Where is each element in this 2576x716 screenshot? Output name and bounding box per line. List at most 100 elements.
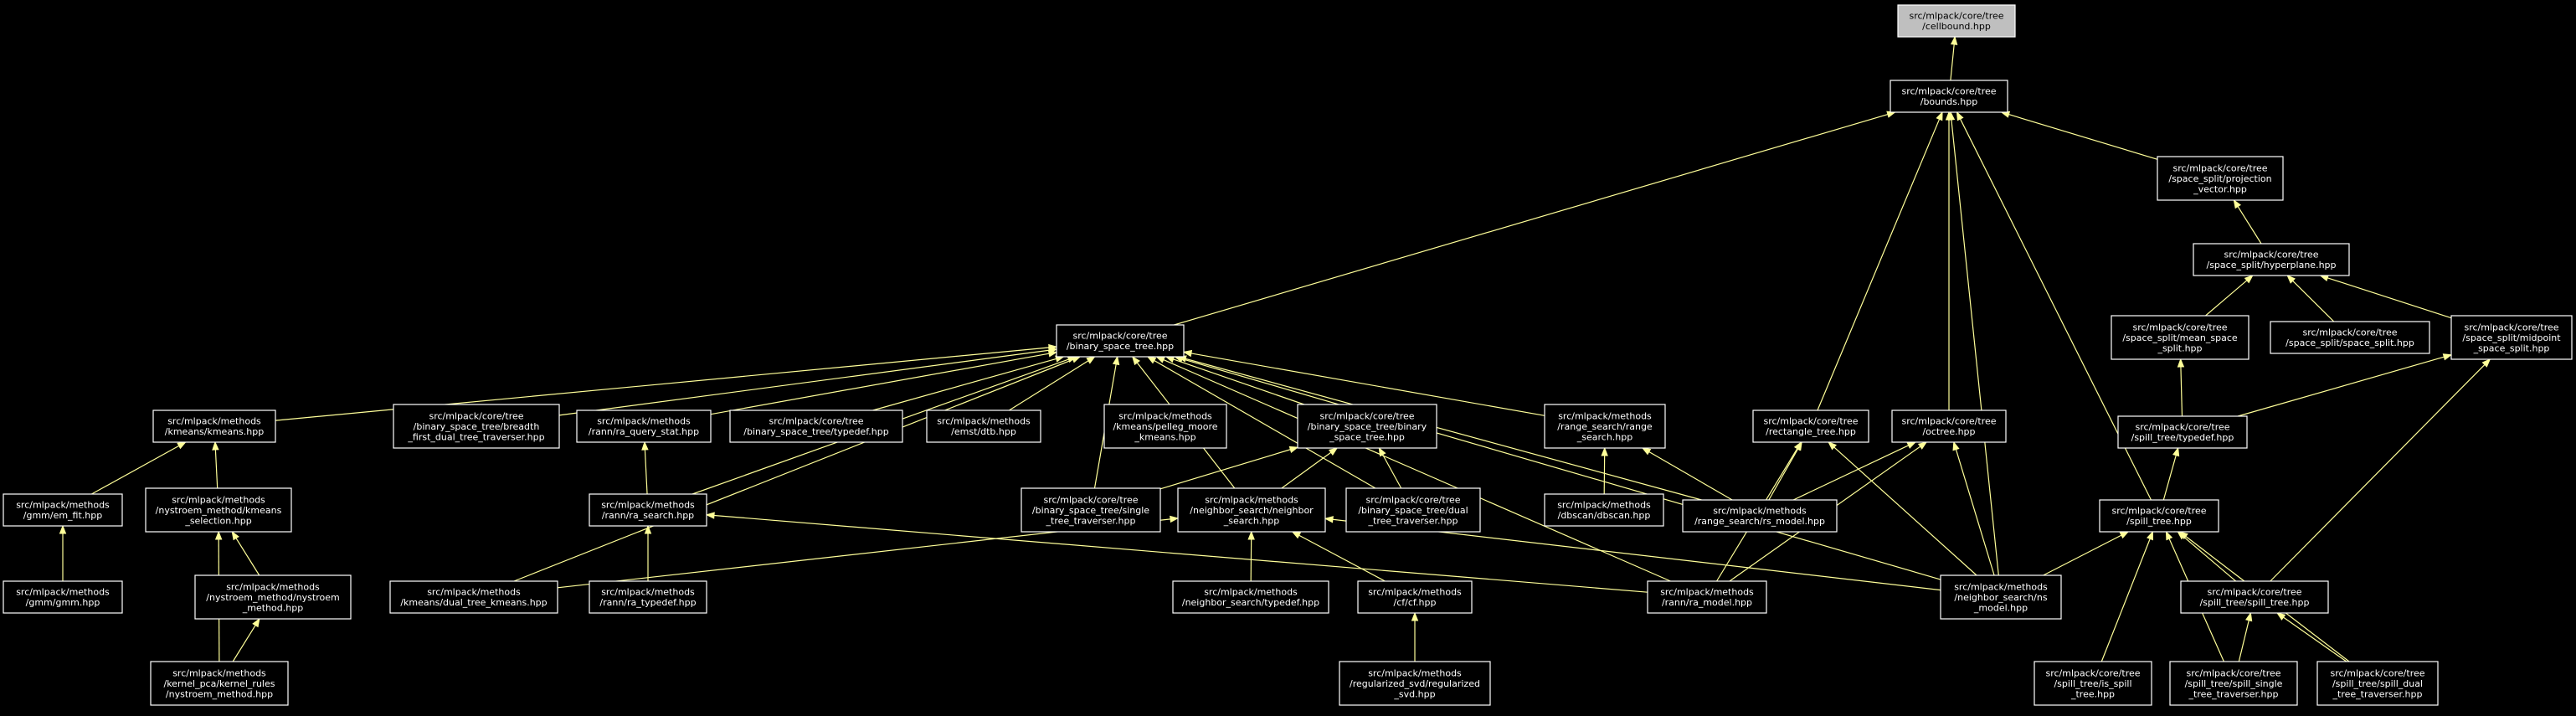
arrowhead-rs_model-to-octree xyxy=(1906,441,1917,449)
arrowhead-space_split-to-hyperplane xyxy=(2286,275,2296,284)
node-box xyxy=(1544,404,1666,449)
arrowhead-ra_model-to-ra_search xyxy=(705,512,715,519)
node-ra_model[interactable]: src/mlpack/methods/rann/ra_model.hpp xyxy=(1647,580,1767,614)
arrowhead-dtb-to-binary_space_tree xyxy=(1086,356,1096,364)
node-label-line: src/mlpack/methods xyxy=(1205,494,1298,505)
node-breadth_first[interactable]: src/mlpack/core/tree/binary_space_tree/b… xyxy=(393,404,560,449)
node-bst_typedef[interactable]: src/mlpack/core/tree/binary_space_tree/t… xyxy=(729,410,903,443)
node-projection_vector[interactable]: src/mlpack/core/tree/space_split/project… xyxy=(2157,156,2284,201)
node-label-line: /spill_tree/spill_tree.hpp xyxy=(2200,597,2310,608)
node-ns_model[interactable]: src/mlpack/methods/neighbor_search/ns_mo… xyxy=(1940,574,2062,620)
edge-spill_typedef-to-midpoint_space_split xyxy=(2237,356,2445,417)
node-kmeans_selection[interactable]: src/mlpack/methods/nystroem_method/kmean… xyxy=(145,487,292,533)
node-bounds[interactable]: src/mlpack/core/tree/bounds.hpp xyxy=(1890,80,2008,113)
node-dual_tree_kmeans[interactable]: src/mlpack/methods/kmeans/dual_tree_kmea… xyxy=(389,580,558,614)
edge-nystroem_method-to-kmeans_selection xyxy=(235,538,260,576)
node-ra_typedef[interactable]: src/mlpack/methods/rann/ra_typedef.hpp xyxy=(589,580,707,614)
node-space_split[interactable]: src/mlpack/core/tree/space_split/space_s… xyxy=(2270,321,2430,354)
node-em_fit[interactable]: src/mlpack/methods/gmm/em_fit.hpp xyxy=(3,493,123,527)
node-binary_space_tree[interactable]: src/mlpack/core/tree/binary_space_tree.h… xyxy=(1056,324,1185,358)
node-box xyxy=(2270,321,2430,354)
node-box xyxy=(2117,415,2248,449)
node-range_search[interactable]: src/mlpack/methods/range_search/range_se… xyxy=(1544,404,1666,449)
node-label-line: _tree.hpp xyxy=(2070,688,2115,699)
node-label-line: /spill_tree/typedef.hpp xyxy=(2131,432,2234,443)
node-spill_typedef[interactable]: src/mlpack/core/tree/spill_tree/typedef.… xyxy=(2117,415,2248,449)
node-cf[interactable]: src/mlpack/methods/cf/cf.hpp xyxy=(1357,580,1473,614)
node-label-line: _tree_traverser.hpp xyxy=(2188,688,2279,699)
arrowhead-mean_space_split-to-hyperplane xyxy=(2244,275,2254,284)
node-gmm[interactable]: src/mlpack/methods/gmm/gmm.hpp xyxy=(3,580,123,614)
node-neighbor_search[interactable]: src/mlpack/methods/neighbor_search/neigh… xyxy=(1177,487,1326,533)
node-kmeans[interactable]: src/mlpack/methods/kmeans/kmeans.hpp xyxy=(152,410,276,443)
node-label-line: _selection.hpp xyxy=(184,515,251,526)
node-box xyxy=(145,487,292,533)
node-ra_query_stat[interactable]: src/mlpack/methods/rann/ra_query_stat.hp… xyxy=(576,410,712,443)
node-box xyxy=(194,574,352,620)
node-label-line: src/mlpack/core/tree xyxy=(769,416,863,427)
edge-dual_tree_kmeans-to-binary_space_tree xyxy=(513,358,1073,582)
node-label-line: src/mlpack/methods xyxy=(1660,587,1754,598)
node-single_tree_traverser[interactable]: src/mlpack/core/tree/binary_space_tree/s… xyxy=(1021,487,1161,533)
arrowhead-gmm-to-em_fit xyxy=(59,524,67,534)
node-rs_model[interactable]: src/mlpack/methods/range_search/rs_model… xyxy=(1682,499,1838,533)
node-label-line: src/mlpack/methods xyxy=(167,416,261,427)
node-label-line: /cf/cf.hpp xyxy=(1394,597,1437,608)
node-dbscan[interactable]: src/mlpack/methods/dbscan/dbscan.hpp xyxy=(1544,493,1664,527)
node-box xyxy=(3,493,123,527)
edge-bst_binary-to-binary_space_tree xyxy=(1173,358,1305,405)
node-box xyxy=(1647,580,1767,614)
node-octree[interactable]: src/mlpack/core/tree/octree.hpp xyxy=(1891,410,2007,443)
node-spill_tree_impl[interactable]: src/mlpack/core/tree/spill_tree/spill_tr… xyxy=(2180,580,2329,614)
node-label-line: _tree_traverser.hpp xyxy=(1368,515,1458,526)
node-dual_tree_traverser[interactable]: src/mlpack/core/tree/binary_space_tree/d… xyxy=(1345,487,1481,533)
edge-kmeans-to-binary_space_tree xyxy=(275,347,1050,421)
edge-em_fit-to-kmeans xyxy=(91,445,180,495)
edge-breadth_first-to-binary_space_tree xyxy=(558,349,1050,416)
node-spill_dual[interactable]: src/mlpack/core/tree/spill_tree/spill_du… xyxy=(2316,661,2439,706)
node-label-line: /regularized_svd/regularized xyxy=(1350,678,1480,689)
node-label-line: src/mlpack/core/tree xyxy=(2045,667,2140,678)
node-box xyxy=(152,410,276,443)
node-regularized_svd[interactable]: src/mlpack/methods/regularized_svd/regul… xyxy=(1339,661,1491,706)
node-label-line: /rann/ra_search.hpp xyxy=(602,510,694,521)
node-label-line: src/mlpack/core/tree xyxy=(2111,506,2206,517)
node-label-line: /neighbor_search/neighbor xyxy=(1190,505,1314,516)
node-spill_tree[interactable]: src/mlpack/core/tree/spill_tree.hpp xyxy=(2099,499,2219,533)
edge-spill_tree_impl-to-spill_tree xyxy=(2183,536,2237,582)
node-ra_search[interactable]: src/mlpack/methods/rann/ra_search.hpp xyxy=(589,493,707,527)
node-hyperplane[interactable]: src/mlpack/core/tree/space_split/hyperpl… xyxy=(2193,243,2350,276)
node-rectangle_tree[interactable]: src/mlpack/core/tree/rectangle_tree.hpp xyxy=(1752,410,1869,443)
node-label-line: _space_split.hpp xyxy=(2473,343,2550,353)
node-dtb[interactable]: src/mlpack/methods/emst/dtb.hpp xyxy=(926,410,1041,443)
node-label-line: src/mlpack/core/tree xyxy=(1319,410,1414,421)
edge-ra_model-to-binary_space_tree xyxy=(1163,359,1671,582)
node-nystroem_method[interactable]: src/mlpack/methods/nystroem_method/nystr… xyxy=(194,574,352,620)
node-kernel_rules[interactable]: src/mlpack/methods/kernel_pca/kernel_rul… xyxy=(150,661,289,706)
node-ns_typedef[interactable]: src/mlpack/methods/neighbor_search/typed… xyxy=(1172,580,1329,614)
node-label-line: /binary_space_tree/breadth xyxy=(414,421,540,432)
node-is_spill_tree[interactable]: src/mlpack/core/tree/spill_tree/is_spill… xyxy=(2034,661,2152,706)
node-mean_space_split[interactable]: src/mlpack/core/tree/space_split/mean_sp… xyxy=(2111,315,2250,360)
node-label-line: /range_search/rs_model.hpp xyxy=(1694,516,1825,527)
arrowhead-ra_typedef-to-ra_search xyxy=(644,524,652,534)
node-label-line: src/mlpack/core/tree xyxy=(1365,494,1460,505)
node-label-line: _tree_traverser.hpp xyxy=(2332,688,2423,699)
node-layer: src/mlpack/core/tree/cellbound.hppsrc/ml… xyxy=(3,4,2573,706)
node-label-line: _vector.hpp xyxy=(2193,183,2247,194)
node-label-line: /binary_space_tree/typedef.hpp xyxy=(743,426,888,437)
node-pelleg_moore[interactable]: src/mlpack/methods/kmeans/pelleg_moore_k… xyxy=(1103,404,1227,449)
node-label-line: src/mlpack/core/tree xyxy=(2464,322,2558,332)
node-bst_binary[interactable]: src/mlpack/core/tree/binary_space_tree/b… xyxy=(1297,404,1437,449)
node-box xyxy=(1297,404,1437,449)
node-label-line: src/mlpack/methods xyxy=(427,587,521,598)
node-label-line: src/mlpack/methods xyxy=(937,416,1031,427)
node-label-line: src/mlpack/methods xyxy=(1368,667,1462,678)
node-spill_single[interactable]: src/mlpack/core/tree/spill_tree/spill_si… xyxy=(2169,661,2298,706)
node-box xyxy=(589,580,707,614)
arrowhead-spill_single-to-spill_tree_impl xyxy=(2245,611,2253,622)
node-midpoint_space_split[interactable]: src/mlpack/core/tree/space_split/midpoin… xyxy=(2450,315,2573,360)
arrowhead-kernel_rules-to-kmeans_selection xyxy=(214,530,223,540)
edge-rectangle_tree-to-bounds xyxy=(1817,119,1941,411)
